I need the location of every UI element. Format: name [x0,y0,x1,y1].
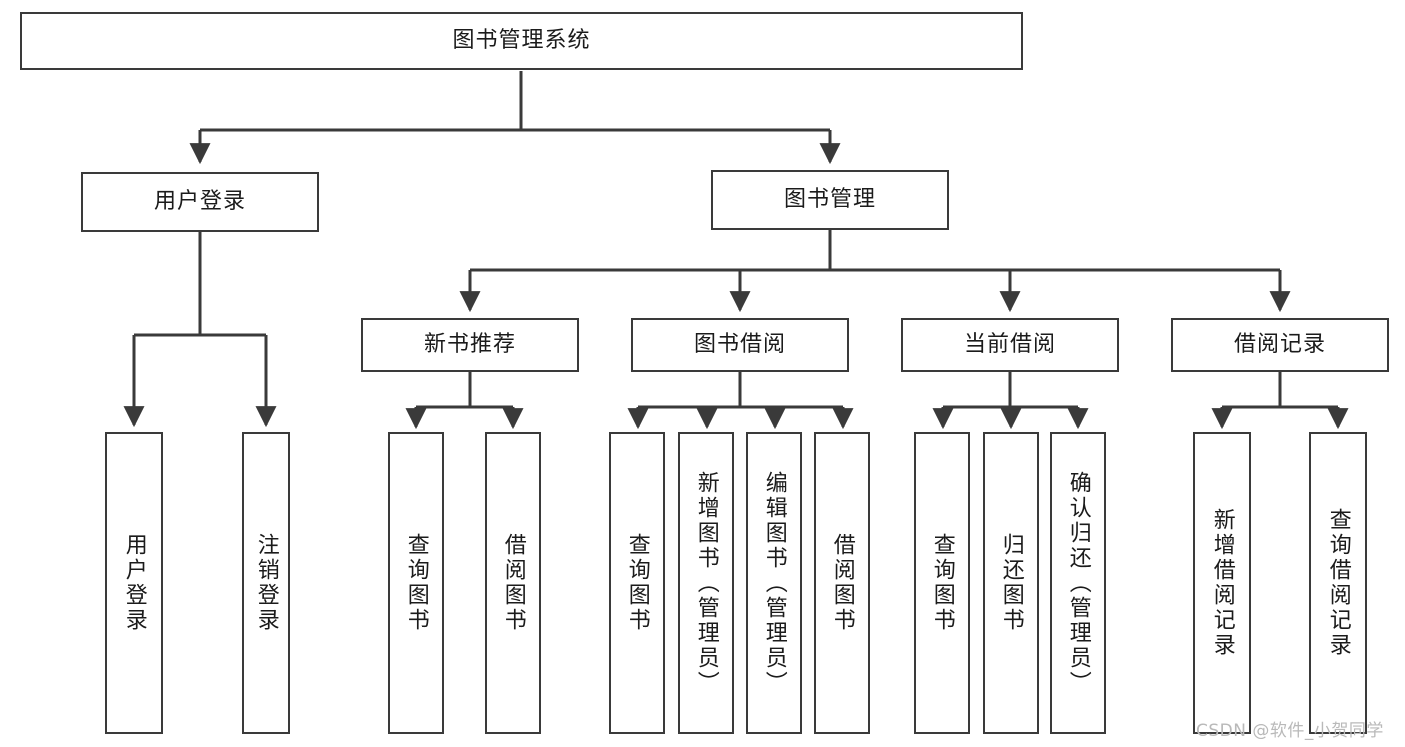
node-book-management-system[interactable]: 图书管理系统 [20,12,1023,70]
node-book-borrow[interactable]: 图书借阅 [631,318,849,372]
node-leaf-user-login[interactable]: 用户登录 [105,432,163,734]
node-leaf-logout-login[interactable]: 注销登录 [242,432,290,734]
node-leaf-add-record[interactable]: 新增借阅记录 [1193,432,1251,734]
node-current-borrow[interactable]: 当前借阅 [901,318,1119,372]
node-label: 查询图书 [403,533,429,633]
node-leaf-return-book[interactable]: 归还图书 [983,432,1039,734]
node-book-management[interactable]: 图书管理 [711,170,949,230]
node-label: 编辑图书（管理员） [761,470,787,696]
node-leaf-confirm-return[interactable]: 确认归还（管理员） [1050,432,1106,734]
node-label: 借阅记录 [1233,331,1326,357]
node-label: 新增图书（管理员） [693,470,719,696]
node-leaf-query-book-1[interactable]: 查询图书 [388,432,444,734]
node-leaf-query-book-3[interactable]: 查询图书 [914,432,970,734]
node-new-book-recommend[interactable]: 新书推荐 [361,318,579,372]
node-label: 查询图书 [929,533,955,633]
node-label: 图书管理系统 [452,27,591,53]
node-label: 用户登录 [153,188,246,214]
node-label: 图书管理 [783,186,876,212]
node-label: 借阅图书 [829,533,855,633]
node-leaf-query-book-2[interactable]: 查询图书 [609,432,665,734]
node-label: 新增借阅记录 [1209,508,1235,658]
node-leaf-edit-book[interactable]: 编辑图书（管理员） [746,432,802,734]
node-label: 当前借阅 [963,331,1056,357]
csdn-watermark: CSDN @软件_小贺同学 [1196,721,1384,741]
node-borrow-record[interactable]: 借阅记录 [1171,318,1389,372]
node-label: 用户登录 [121,533,147,633]
node-label: 查询图书 [624,533,650,633]
node-label: 注销登录 [253,533,279,633]
node-label: 确认归还（管理员） [1065,470,1091,696]
node-leaf-query-record[interactable]: 查询借阅记录 [1309,432,1367,734]
node-leaf-borrow-book-1[interactable]: 借阅图书 [485,432,541,734]
node-user-login[interactable]: 用户登录 [81,172,319,232]
node-leaf-add-book[interactable]: 新增图书（管理员） [678,432,734,734]
node-label: 归还图书 [998,533,1024,633]
node-label: 借阅图书 [500,533,526,633]
node-label: 图书借阅 [693,331,786,357]
node-leaf-borrow-book-2[interactable]: 借阅图书 [814,432,870,734]
node-label: 新书推荐 [423,331,516,357]
node-label: 查询借阅记录 [1325,508,1351,658]
